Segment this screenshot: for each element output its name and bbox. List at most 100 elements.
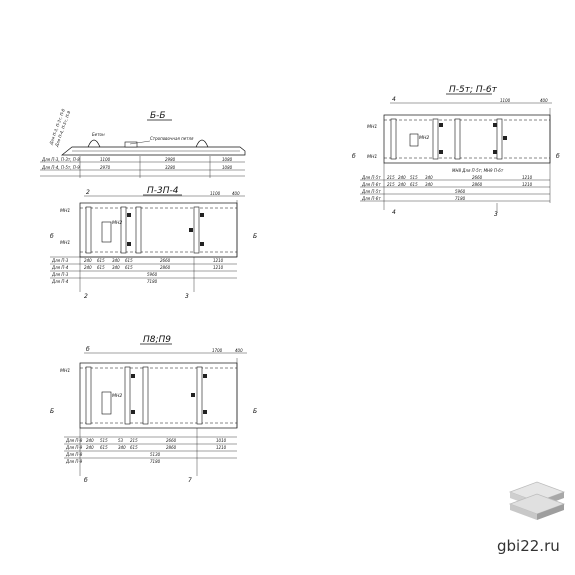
embed-plate [503,136,507,140]
total-dim: 5960 [147,272,158,277]
dim-value: 1210 [522,175,533,180]
rib [120,206,127,254]
section-bb-label-loop: Строповочная петля [150,136,194,141]
dim-value: 240 [84,265,92,270]
total-dim: 5960 [455,189,466,194]
total-dim: 7180 [150,459,161,464]
row-label: Для П-3 [51,258,69,263]
embed-plate [493,150,497,154]
dim-value: 2660 [160,258,171,263]
row-label: Для П-5т [361,189,381,194]
top-dim: 400 [540,98,548,103]
rib [432,118,439,160]
lifting-loop-right [195,139,209,148]
plan-p5t-p6t: П-5т; П-6т 1100 400 4 МН1 МН1 МН2 МН8 Дл… [352,85,560,218]
dim-value: 615 [97,265,105,270]
rib [142,366,149,425]
row-label: Для П-6т [361,196,381,201]
axis-mark: 3 [494,211,498,218]
embed-plate [439,123,443,127]
axis-mark: б [86,346,90,353]
embed-plate [493,123,497,127]
embed-plate [127,242,131,246]
axis-mark: б [84,477,88,484]
mark-label: МН1 [60,240,70,246]
dim-value: 2660 [166,438,177,443]
dim-value: 240 [86,438,94,443]
dim-value: 340 [112,258,120,263]
opening [409,133,419,147]
opening [101,221,112,243]
rib [85,366,92,425]
plan-p8-title: П8;П9 [143,335,171,345]
dim-value: 3280 [165,165,176,170]
cut-mark-right: б [556,153,560,160]
dim-value: 1080 [222,165,233,170]
row-label: Для П-4 [51,265,69,270]
dim-value: 2860 [166,445,177,450]
dim-value: 2980 [165,157,176,162]
dim-value: 1080 [222,157,233,162]
cut-mark-left: б [50,233,54,240]
top-dim: 1100 [210,191,221,196]
dim-value: 2860 [472,182,483,187]
top-dim: 1700 [212,348,223,353]
mark-label-2: МН2 [419,135,429,141]
plan-p3-p4: П-3П-4 1100 400 2 МН1 МН1 МН2 б Б Для П-… [50,186,257,300]
rib [390,118,397,160]
dim-value: 215 [387,175,395,180]
rib [454,118,461,160]
dim-value: 1210 [213,258,224,263]
dim-value: 53 [118,438,124,443]
rib [196,366,203,425]
rib [85,206,92,254]
axis-mark: 7 [188,477,192,484]
embed-plate [200,213,204,217]
cut-mark-left: Б [50,408,54,415]
lifting-loop-left [87,139,101,148]
row-label: Для П-3 [51,272,69,277]
cut-mark-right: Б [253,233,257,240]
dim-value: 240 [86,445,94,450]
dim-value: 2860 [160,265,171,270]
axis-mark: 4 [392,96,396,103]
slab-profile [61,146,246,156]
leader-line [129,140,151,145]
dim-value: 615 [125,265,133,270]
embed-plate [127,213,131,217]
dim-value: 615 [100,445,108,450]
dim-value: 240 [84,258,92,263]
axis-mark: 4 [392,209,396,216]
embed-plate [131,410,135,414]
embed-plate [131,374,135,378]
cut-mark-left: б [352,153,356,160]
row-label: Для П-8 [65,438,83,443]
dim-value: 1210 [216,445,227,450]
rib [124,366,131,425]
rotated-note-group: Для П-3, П-3т, П-8 Для П-4, П-5т, П-9 [48,108,72,149]
dim-value: 1210 [522,182,533,187]
axis-mark: 2 [86,189,90,196]
embed-plate [203,410,207,414]
cut-mark-right: Б [253,408,257,415]
dim-value: 1100 [100,157,111,162]
plan-p8-p9: П8;П9 1700 400 б МН1 МН2 Б Б Для П-8 Для… [50,335,257,484]
row-label: Для П-9 [65,445,83,450]
plan-p5t-title: П-5т; П-6т [449,85,498,95]
row-label: Для П-6т [361,182,381,187]
rib [193,206,200,254]
dim-value: 515 [410,175,418,180]
dim-value: 340 [112,265,120,270]
dim-value: 2660 [472,175,483,180]
opening [101,391,112,415]
section-bb-note-1: Для П-3, П-3т, П-8 [41,157,80,162]
embed-plate [439,150,443,154]
plan-p5t-note: МН8 Для П-5т; МН9 П-6т [452,168,504,173]
total-dim: 5130 [150,452,161,457]
section-bb-label-concrete: Бетон [92,132,105,137]
embed-plate [191,393,195,397]
dim-value: 2970 [100,165,111,170]
slab-outline [383,114,551,164]
axis-mark: 2 [84,293,88,300]
dim-value: 215 [387,182,395,187]
